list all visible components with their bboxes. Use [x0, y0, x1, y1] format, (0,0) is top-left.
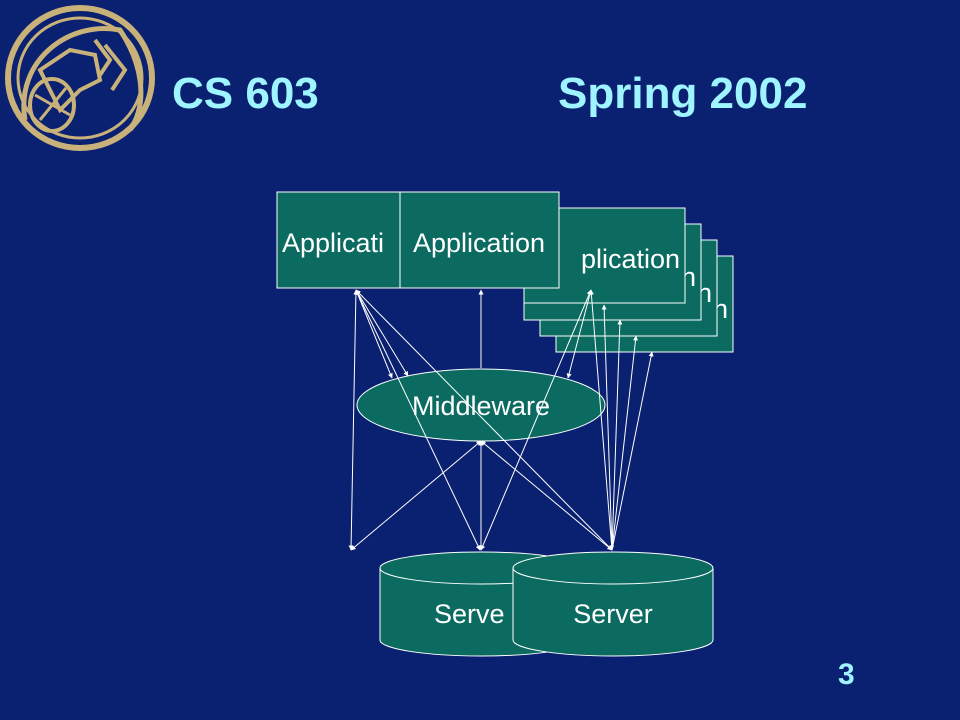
- arrow-middleware-server2: [480, 440, 613, 551]
- middleware-node: Middleware: [356, 368, 606, 442]
- arrow-middleware-left: [350, 440, 482, 551]
- arrow-stack3-server2: [611, 319, 623, 551]
- server-label-1: Serve: [434, 599, 505, 629]
- slide-title-term: Spring 2002: [558, 69, 808, 118]
- slide-title-course: CS 603: [172, 69, 319, 118]
- server-label-2: Server: [573, 599, 653, 629]
- application-label-1: Applicati: [282, 228, 384, 258]
- arrow-app1-down: [348, 289, 359, 551]
- arrow-app3-middleware: [566, 289, 593, 379]
- application-label-3: plication: [581, 244, 680, 274]
- arrow-app1-middleware-b: [355, 289, 409, 377]
- application-box-1: Applicati: [276, 191, 401, 289]
- connection-arrows: [348, 289, 654, 551]
- server-cylinder-2: Server: [512, 551, 714, 657]
- arrow-app1-middleware-a: [355, 289, 393, 379]
- arrow-stack4-server2: [611, 335, 638, 551]
- slide-page-number: 3: [838, 658, 855, 691]
- purdue-university-seal-icon: [5, 5, 155, 151]
- application-box-2: Application: [399, 191, 560, 289]
- application-label-2: Application: [413, 228, 545, 258]
- arrow-app3-server2: [588, 289, 615, 551]
- arrow-stack5-server2: [611, 351, 654, 551]
- arrow-stack2-server2: [601, 304, 613, 551]
